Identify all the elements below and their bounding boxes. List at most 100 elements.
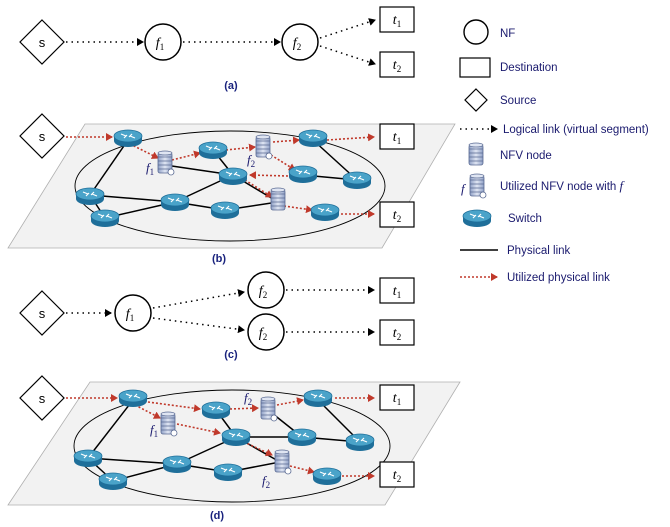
destination-label-t2: t2 [393, 58, 401, 74]
destination-t2 [379, 51, 415, 78]
switch-icon [201, 401, 231, 420]
destination-t2 [379, 319, 415, 346]
physical-link [87, 399, 134, 459]
nf-label-f1: f1 [156, 36, 164, 52]
switch-icon [345, 433, 375, 452]
utilized-link [176, 423, 221, 436]
switch-icon [312, 467, 342, 486]
utilized-link [243, 441, 273, 457]
legend-switch-label: Switch [508, 213, 542, 225]
legend-destination-icon [459, 57, 491, 78]
nf-label-f1: f1 [126, 307, 134, 323]
legend-logical-link-label: Logical link (virtual segment) [503, 124, 649, 136]
switch-icon [213, 463, 243, 482]
nf-label-f2: f2 [259, 326, 267, 342]
utilized-link [244, 179, 273, 198]
source-label: s [39, 391, 46, 406]
nf-label-f2: f2 [244, 390, 252, 407]
logical-link [152, 289, 245, 309]
destination-t1 [379, 6, 415, 33]
utilized-marker [170, 429, 178, 437]
destination-label-t1: t1 [393, 130, 401, 146]
physical-link [87, 457, 178, 465]
switch-icon [303, 389, 333, 408]
destination-t1 [379, 277, 415, 304]
utilized-link [147, 401, 201, 413]
legend-physical-link-label: Physical link [507, 245, 571, 257]
logical-link [152, 317, 245, 334]
nf-label-f1: f1 [146, 160, 154, 177]
utilized-link [270, 154, 296, 171]
destination-label-t1: t1 [393, 13, 401, 29]
destination-label-t2: t2 [393, 208, 401, 224]
utilized-link [129, 143, 159, 159]
utilized-link [225, 143, 256, 152]
utilized-link [171, 150, 201, 161]
nf-label-f2: f2 [259, 284, 267, 300]
utilized-link [283, 205, 313, 214]
caption-a: (a) [224, 80, 238, 92]
legend-destination-label: Destination [500, 62, 558, 74]
nf-circle-f1 [114, 294, 152, 332]
utilized-marker [167, 168, 175, 176]
ring-link [74, 130, 386, 242]
switch-icon [90, 209, 120, 228]
destination-label-t1: t1 [393, 284, 401, 300]
caption-c: (c) [224, 349, 238, 361]
nf-label-f2: f2 [247, 152, 255, 169]
source-label: s [39, 306, 46, 321]
legend-nf-label: NF [500, 28, 515, 40]
switch-icon [287, 428, 317, 447]
switch-icon [221, 428, 251, 447]
panel-c: s f1 f2 f2 t1 t2 (c) [19, 271, 415, 361]
switch-icon [118, 389, 148, 408]
network-plane [7, 123, 456, 249]
caption-d: (d) [210, 510, 224, 522]
destination-t1 [379, 123, 415, 150]
ring-link [73, 389, 391, 503]
nf-label-f1: f1 [150, 422, 158, 439]
switch-icon [160, 193, 190, 212]
legend-utilized-link-label: Utilized physical link [507, 272, 610, 284]
source-diamond [19, 19, 65, 65]
physical-link [89, 139, 129, 196]
destination-t1 [379, 384, 415, 411]
switch-icon [75, 187, 105, 206]
switch-icon [342, 171, 372, 190]
logical-link [319, 18, 376, 39]
utilized-link [289, 465, 315, 475]
switch-icon [298, 129, 328, 148]
legend-switch-icon [462, 209, 492, 228]
nf-label-f2: f2 [293, 36, 301, 52]
panel-b: f1 f2 s t1 t2 (b) [7, 113, 456, 265]
utilized-marker [265, 152, 273, 160]
switch-icon [73, 449, 103, 468]
switch-icon [98, 472, 128, 491]
nf-circle-f2 [247, 271, 285, 309]
legend-nfv-node-label: NFV node [500, 150, 552, 162]
logical-link [319, 45, 376, 66]
switch-icon [210, 201, 240, 220]
switch-icon [310, 203, 340, 222]
utilized-marker [270, 414, 278, 422]
switch-icon [288, 165, 318, 184]
panel-a: s f1 f2 t1 t2 (a) [19, 6, 415, 92]
legend-source-label: Source [500, 95, 536, 107]
utilized-link [134, 404, 161, 419]
legend-source-icon [464, 88, 488, 112]
destination-t2 [379, 201, 415, 228]
switch-icon [113, 129, 143, 148]
source-diamond [19, 113, 65, 159]
source-label: s [39, 35, 46, 50]
nf-circle-f2 [281, 23, 319, 61]
switch-icon [162, 455, 192, 474]
destination-label-t2: t2 [393, 468, 401, 484]
utilized-link [229, 404, 259, 413]
utilized-link [276, 397, 304, 406]
source-label: s [39, 129, 46, 144]
nf-circle-f2 [247, 313, 285, 351]
legend-utilized-f-mark: f [461, 181, 467, 196]
destination-label-t1: t1 [393, 391, 401, 407]
panel-d: f1 f2 f2 s t1 t2 (d) [7, 375, 461, 522]
